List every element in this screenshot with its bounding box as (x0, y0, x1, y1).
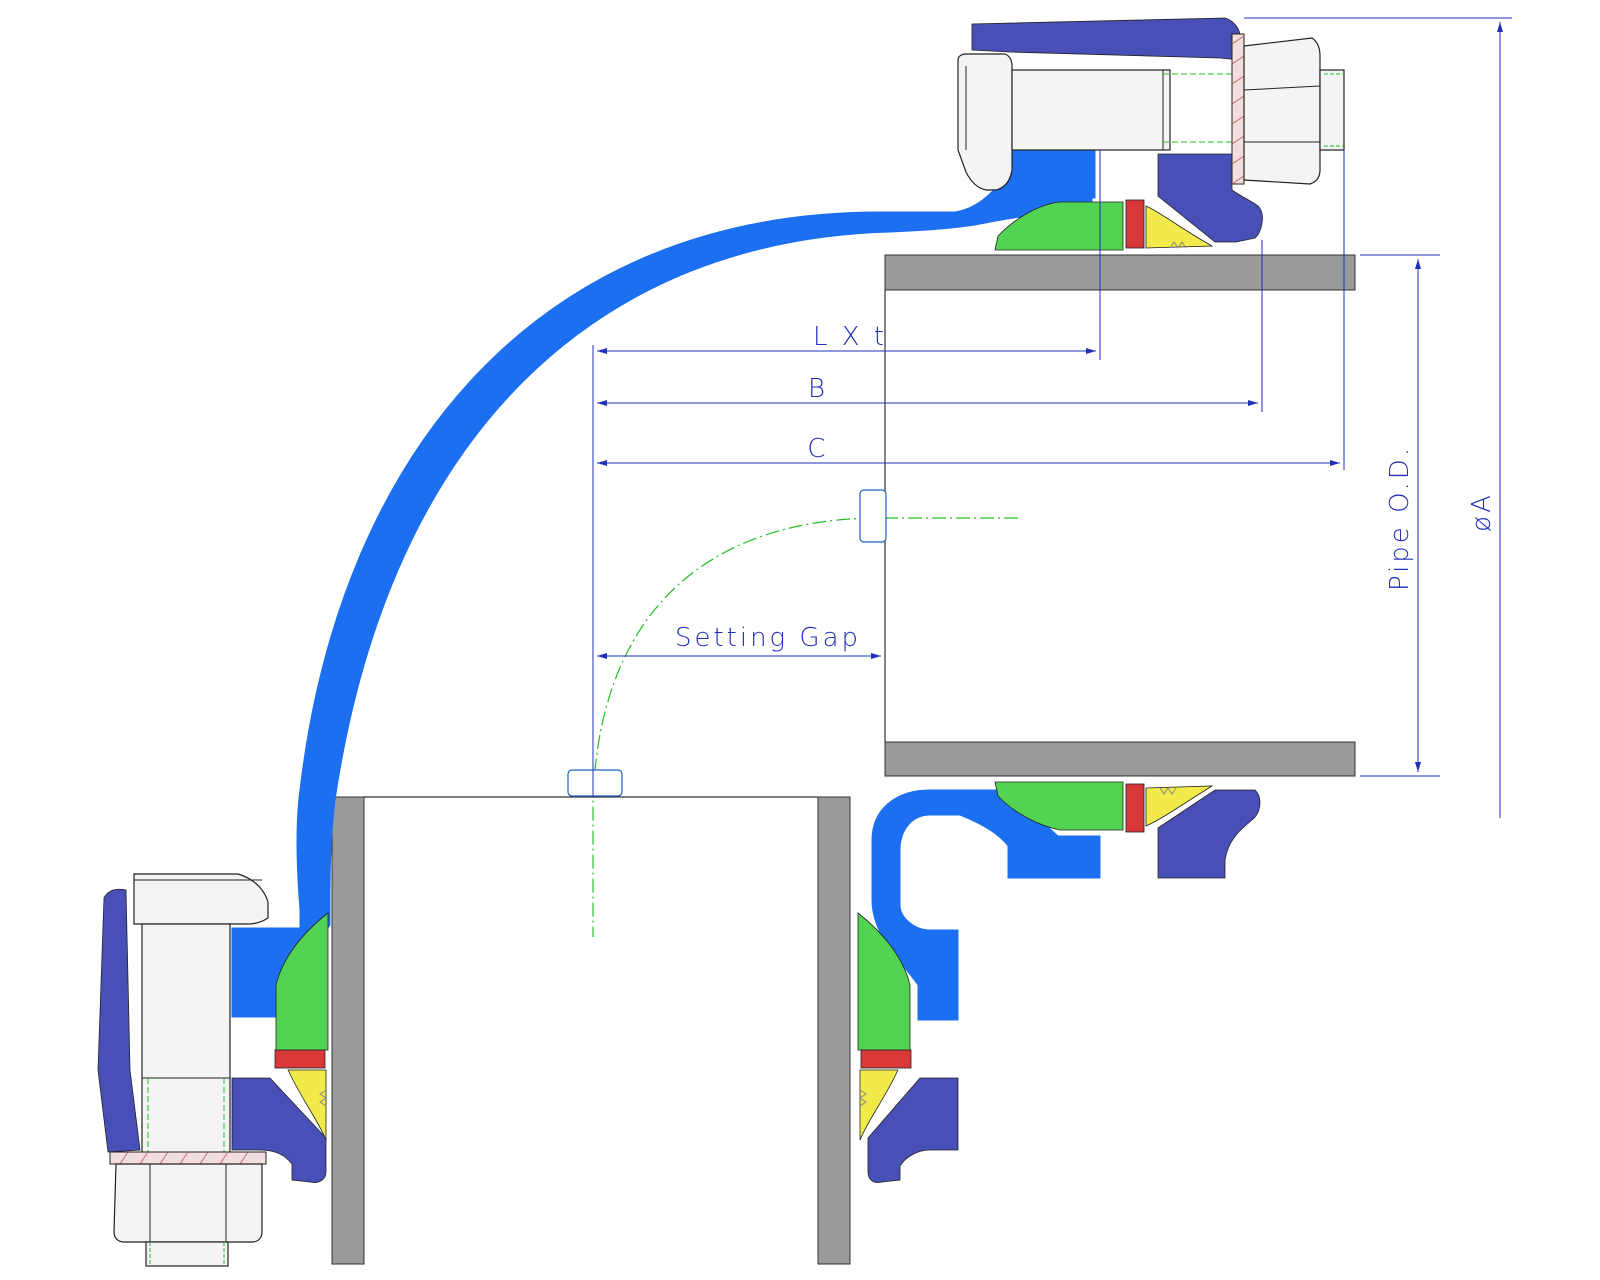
dimension-lines (592, 17, 1512, 818)
upper-follower-gland (1157, 153, 1263, 243)
upper-washer-hatch (1231, 35, 1245, 185)
upper-nut-face-1 (1243, 85, 1321, 91)
left-gasket (275, 912, 329, 1051)
left-wedge-teeth (319, 1089, 327, 1107)
lower-bolt-head (133, 873, 269, 925)
right-ring (860, 1049, 912, 1069)
upper-bolt-tip (1319, 69, 1345, 151)
lower-pipe-right-wall (817, 796, 851, 1265)
upper-bolt-head (957, 53, 1013, 191)
lower-wedge (1145, 785, 1214, 827)
bottom-left-follower-gland (231, 1077, 327, 1183)
lower-right-body (871, 789, 1101, 1021)
lower-pipe-left-wall (331, 796, 365, 1265)
lower-wedge-teeth (1159, 787, 1177, 795)
upper-bolt-shank (1011, 69, 1171, 151)
gaskets (275, 201, 1124, 1051)
upper-pipe-bottom-wall (884, 741, 1356, 777)
dia-a-label: øA (1467, 492, 1497, 532)
right-wedge-teeth (859, 1089, 867, 1107)
upper-bolt-assembly (957, 33, 1345, 191)
upper-centerline-marker (859, 489, 887, 543)
c-label: C (807, 434, 828, 464)
top-gland-flange (971, 17, 1241, 61)
lower-bolt-tip (145, 1241, 229, 1267)
upper-body-block (1009, 149, 1096, 209)
grip-wedges (287, 205, 1214, 1141)
lower-upper-gasket (994, 781, 1124, 831)
upper-wedge (1145, 205, 1214, 249)
lower-pipe (331, 796, 851, 1265)
lower-bolt-shank (141, 923, 231, 1161)
right-gasket (857, 912, 911, 1051)
pipe-od-label: Pipe O.D. (1385, 445, 1415, 591)
upper-gasket (994, 201, 1124, 251)
setting-gap-label: Setting Gap (675, 623, 861, 653)
right-wedge (859, 1069, 899, 1141)
lower-centerline-marker (567, 769, 623, 797)
lower-washer-hatch (119, 1151, 249, 1165)
lower-follower-gland (1157, 789, 1261, 879)
upper-pipe-top-wall (884, 254, 1356, 291)
upper-pipe (884, 254, 1356, 777)
lower-upper-ring (1125, 783, 1145, 833)
lock-rings (274, 199, 1145, 1069)
left-gland-flange (97, 888, 141, 1153)
lower-bolt-assembly (109, 873, 269, 1267)
upper-hex-nut (1243, 37, 1321, 185)
lower-hex-nut (113, 1163, 263, 1243)
bottom-right-follower-gland (867, 1077, 959, 1183)
upper-wedge-teeth (1169, 241, 1187, 249)
lower-washer (109, 1151, 267, 1165)
upper-ring (1125, 199, 1145, 249)
gland-flanges (97, 17, 1263, 1183)
elbow-body (296, 144, 1093, 930)
lxt-label: L X t (813, 322, 887, 352)
pipe-centerline (592, 517, 1018, 937)
upper-washer (1231, 33, 1245, 185)
left-ring (274, 1049, 326, 1069)
left-wedge (287, 1069, 327, 1141)
b-label: B (808, 374, 828, 404)
